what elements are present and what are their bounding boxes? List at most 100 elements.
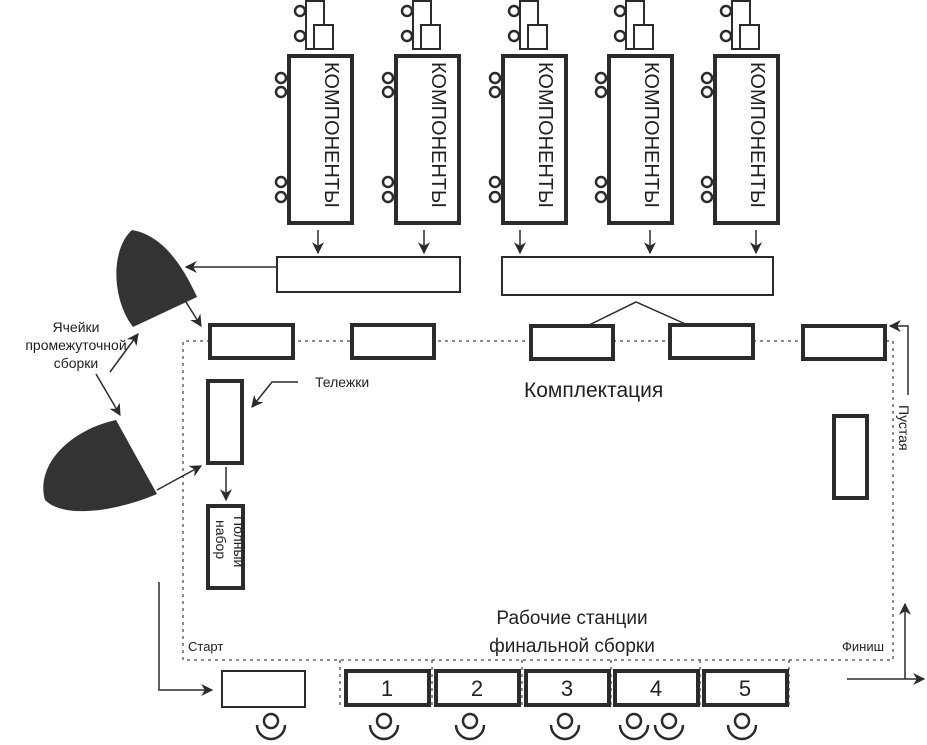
wheel-icon bbox=[700, 190, 714, 204]
wheel-icon bbox=[719, 29, 733, 43]
operator-icon bbox=[549, 712, 581, 741]
wheel-icon bbox=[594, 85, 608, 99]
rack-cart-small bbox=[633, 24, 654, 50]
finish-label: Финиш bbox=[842, 639, 884, 654]
rack-label: КОМПОНЕНТЫ bbox=[427, 62, 449, 208]
cart-vertical bbox=[206, 379, 244, 465]
wheel-icon bbox=[719, 4, 733, 18]
component-rack-1: КОМПОНЕНТЫ bbox=[274, 0, 354, 225]
operator-icon bbox=[454, 712, 486, 741]
wheel-icon bbox=[613, 29, 627, 43]
wheel-icon bbox=[381, 85, 395, 99]
rack-body bbox=[394, 54, 461, 225]
rack-label: КОМПОНЕНТЫ bbox=[640, 62, 662, 208]
wheel-icon bbox=[488, 85, 502, 99]
rack-body bbox=[713, 54, 780, 225]
left-buffer-shelf bbox=[276, 256, 461, 293]
rack-cart-small bbox=[527, 24, 548, 50]
station-number: 5 bbox=[739, 676, 751, 701]
wheel-icon bbox=[293, 4, 307, 18]
carts-label: Тележки bbox=[315, 374, 369, 390]
wheel-icon bbox=[700, 71, 714, 85]
station-box bbox=[524, 669, 611, 707]
start-cart bbox=[221, 670, 306, 708]
intermediate-cells-label-line1: Ячейки bbox=[53, 319, 100, 335]
rack-body bbox=[607, 54, 674, 225]
wheel-icon bbox=[400, 29, 414, 43]
operator-icon bbox=[368, 712, 400, 741]
wheel-icon bbox=[274, 175, 288, 189]
wheel-icon bbox=[594, 175, 608, 189]
kitting-cart-2 bbox=[350, 323, 436, 360]
operator-icon bbox=[653, 712, 685, 741]
kitting-cart-4 bbox=[668, 323, 755, 360]
kitting-label: Комплектация bbox=[524, 379, 663, 402]
kitting-cart-5 bbox=[801, 324, 887, 361]
wheel-icon bbox=[488, 190, 502, 204]
rack-label: КОМПОНЕНТЫ bbox=[320, 62, 342, 208]
operator-icon bbox=[618, 712, 650, 741]
station-number: 4 bbox=[650, 676, 662, 701]
wheel-icon bbox=[381, 190, 395, 204]
empty-cart bbox=[832, 414, 869, 500]
buffer-split-line bbox=[586, 301, 691, 327]
wheel-icon bbox=[700, 85, 714, 99]
station-box bbox=[434, 669, 521, 707]
wheel-icon bbox=[400, 4, 414, 18]
component-rack-4: КОМПОНЕНТЫ bbox=[594, 0, 674, 225]
start-label: Старт bbox=[188, 639, 223, 654]
wheel-icon bbox=[274, 71, 288, 85]
kitting-cart-3 bbox=[529, 324, 615, 361]
rack-label: КОМПОНЕНТЫ bbox=[746, 62, 768, 208]
station-box bbox=[702, 669, 789, 707]
wheel-icon bbox=[381, 175, 395, 189]
station-number: 2 bbox=[471, 676, 483, 701]
workstations-label-line1: Рабочие станции bbox=[496, 608, 647, 629]
wheel-icon bbox=[293, 29, 307, 43]
operators bbox=[255, 712, 758, 741]
station-2: 2 bbox=[434, 669, 521, 707]
station-number: 3 bbox=[561, 676, 573, 701]
wheel-icon bbox=[381, 71, 395, 85]
wheel-icon bbox=[274, 190, 288, 204]
rack-body bbox=[501, 54, 568, 225]
rack-body bbox=[287, 54, 354, 225]
station-4: 4 bbox=[613, 669, 700, 707]
wheel-icon bbox=[274, 85, 288, 99]
wheel-icon bbox=[613, 4, 627, 18]
workstations-label-line2: финальной сборки bbox=[489, 636, 655, 657]
full-set-label-line2: набор bbox=[213, 520, 229, 559]
flow-arrows bbox=[95, 230, 926, 696]
rack-cart-small bbox=[313, 24, 334, 50]
component-rack-2: КОМПОНЕНТЫ bbox=[381, 0, 461, 225]
station-number: 1 bbox=[381, 676, 393, 701]
station-box bbox=[344, 669, 431, 707]
wheel-icon bbox=[507, 29, 521, 43]
wheel-icon bbox=[594, 190, 608, 204]
final-assembly-stations: 1 2 3 4 5 bbox=[344, 669, 789, 707]
component-rack-3: КОМПОНЕНТЫ bbox=[488, 0, 568, 225]
component-racks: КОМПОНЕНТЫ КОМПОНЕНТЫ КОМПОНЕНТЫ КОМПОНЕНТЫ… bbox=[274, 0, 780, 225]
rack-cart-small bbox=[739, 24, 760, 50]
wheel-icon bbox=[488, 175, 502, 189]
empty-label: Пустая bbox=[896, 405, 912, 451]
kitting-cart-1 bbox=[208, 323, 295, 360]
wheel-icon bbox=[594, 71, 608, 85]
operator-icon bbox=[255, 712, 287, 741]
wheel-icon bbox=[507, 4, 521, 18]
intermediate-cell-upper bbox=[116, 230, 197, 327]
operator-icon bbox=[726, 712, 758, 741]
rack-cart-small bbox=[420, 24, 441, 50]
station-1: 1 bbox=[344, 669, 431, 707]
right-buffer-shelf bbox=[501, 256, 774, 296]
intermediate-cells-label-line3: сборки bbox=[54, 355, 99, 371]
station-3: 3 bbox=[524, 669, 611, 707]
station-box bbox=[613, 669, 700, 707]
intermediate-cell-lower bbox=[43, 420, 157, 512]
component-rack-5: КОМПОНЕНТЫ bbox=[700, 0, 780, 225]
station-5: 5 bbox=[702, 669, 789, 707]
intermediate-cells-label-line2: промежуточной bbox=[25, 337, 126, 353]
cart-loop-path bbox=[182, 340, 894, 661]
